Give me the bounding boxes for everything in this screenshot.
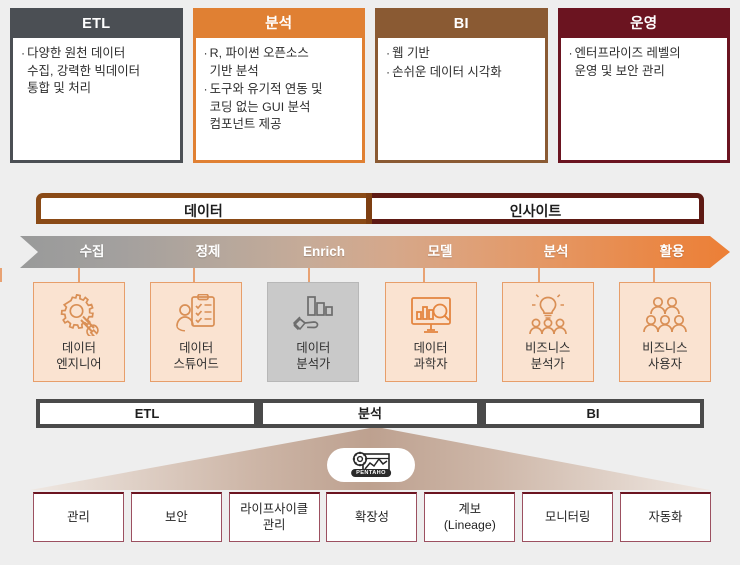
bullet-dot: · bbox=[568, 46, 573, 60]
role-label: 데이터 엔지니어 bbox=[56, 341, 102, 371]
bullet-dot: · bbox=[203, 82, 208, 97]
lightbulb-people-icon bbox=[526, 291, 570, 339]
feature-card-body: · R, 파이썬 오픈소스 기반 분석 · 도구와 유기적 연동 및 코딩 없는… bbox=[195, 38, 362, 160]
bullet-text: 엔터프라이즈 레벨의 운영 및 보안 관리 bbox=[574, 46, 681, 78]
hand-bar-chart-icon bbox=[291, 291, 335, 339]
person-checklist-icon bbox=[174, 291, 218, 339]
bullet-dot: · bbox=[386, 64, 391, 79]
bullet-item: · 웹 기반 bbox=[386, 45, 538, 63]
role-card-data-scientist[interactable]: 데이터 과학자 bbox=[384, 282, 477, 382]
connector-line bbox=[423, 268, 425, 282]
bullet-item: · 다양한 원천 데이터 수집, 강력한 빅데이터 통합 및 처리 bbox=[21, 45, 173, 98]
role-card-data-steward[interactable]: 데이터 스튜어드 bbox=[150, 282, 243, 382]
stage-labels: 수집 정제 Enrich 모델 분석 활용 bbox=[20, 236, 730, 268]
stage-model: 모델 bbox=[427, 244, 453, 259]
connector-line bbox=[78, 268, 80, 282]
bullet-dot: · bbox=[386, 46, 391, 60]
product-segment-etl[interactable]: ETL bbox=[40, 403, 254, 424]
bullet-text: 다양한 원천 데이터 수집, 강력한 빅데이터 통합 및 처리 bbox=[27, 46, 141, 96]
bullet-item: · 엔터프라이즈 레벨의 운영 및 보안 관리 bbox=[569, 45, 721, 80]
bullet-text: 웹 기반 bbox=[392, 46, 430, 60]
role-label: 비즈니스 분석가 bbox=[525, 341, 571, 371]
product-segment-analysis[interactable]: 분석 bbox=[263, 403, 477, 424]
pentaho-badge: PENTAHO bbox=[327, 448, 415, 482]
role-label: 데이터 과학자 bbox=[413, 341, 448, 371]
capability-management[interactable]: 관리 bbox=[33, 492, 124, 542]
role-card-data-engineer[interactable]: 데이터 엔지니어 bbox=[33, 282, 125, 382]
role-cards-row: 데이터 엔지니어 데이터 스튜어드 bbox=[33, 282, 711, 382]
connector-line bbox=[538, 268, 540, 282]
bullet-item: · 손쉬운 데이터 시각화 bbox=[386, 64, 538, 82]
monitor-chart-search-icon bbox=[409, 291, 453, 339]
stage-arrow-bar bbox=[20, 236, 730, 268]
role-label: 데이터 분석가 bbox=[296, 341, 331, 371]
feature-card-operations: 운영 · 엔터프라이즈 레벨의 운영 및 보안 관리 bbox=[557, 8, 730, 163]
capability-automation[interactable]: 자동화 bbox=[619, 492, 711, 542]
stage-utilize: 활용 bbox=[659, 244, 685, 259]
phase-data: 데이터 bbox=[36, 193, 366, 224]
bullet-dot: · bbox=[21, 46, 26, 60]
capabilities-row: 관리 보안 라이프사이클 관리 확장성 계보 (Lineage) 모니터링 자동… bbox=[33, 492, 711, 542]
capability-scalability[interactable]: 확장성 bbox=[326, 492, 418, 542]
capability-monitoring[interactable]: 모니터링 bbox=[522, 492, 614, 542]
feature-card-title: ETL bbox=[13, 11, 180, 38]
role-card-business-user[interactable]: 비즈니스 사용자 bbox=[618, 282, 711, 382]
stage-arrow-shape bbox=[20, 236, 730, 268]
product-segment-bi[interactable]: BI bbox=[486, 403, 700, 424]
stage-collect: 수집 bbox=[79, 244, 105, 259]
gear-wrench-icon bbox=[57, 291, 101, 339]
stage-enrich: Enrich bbox=[302, 244, 345, 259]
bullet-text: R, 파이썬 오픈소스 기반 분석 bbox=[209, 46, 309, 78]
phase-divider bbox=[366, 193, 372, 224]
stage-cleanse: 정제 bbox=[195, 244, 221, 259]
capability-security[interactable]: 보안 bbox=[130, 492, 222, 542]
people-group-icon bbox=[643, 291, 687, 339]
bullet-item: · R, 파이썬 오픈소스 기반 분석 bbox=[204, 45, 356, 80]
connector-line bbox=[653, 268, 655, 282]
capability-lifecycle[interactable]: 라이프사이클 관리 bbox=[228, 492, 320, 542]
feature-card-title: 분석 bbox=[195, 11, 362, 38]
feature-card-analysis: 분석 · R, 파이썬 오픈소스 기반 분석 · 도구와 유기적 연동 및 코딩… bbox=[192, 8, 365, 163]
bullet-text: 도구와 유기적 연동 및 코딩 없는 GUI 분석 컴포넌트 제공 bbox=[209, 82, 323, 132]
pentaho-wordmark: PENTAHO bbox=[351, 469, 391, 477]
connector-line bbox=[193, 268, 195, 282]
phase-header-bars: 데이터 인사이트 bbox=[36, 193, 704, 224]
stage-analyze: 분석 bbox=[543, 244, 569, 259]
feature-card-title: BI bbox=[378, 11, 545, 38]
feature-card-etl: ETL · 다양한 원천 데이터 수집, 강력한 빅데이터 통합 및 처리 bbox=[10, 8, 183, 163]
role-label: 비즈니스 사용자 bbox=[642, 341, 688, 371]
feature-card-body: · 엔터프라이즈 레벨의 운영 및 보안 관리 bbox=[560, 38, 727, 160]
capability-lineage[interactable]: 계보 (Lineage) bbox=[424, 492, 516, 542]
role-label: 데이터 스튜어드 bbox=[173, 341, 219, 371]
feature-card-title: 운영 bbox=[560, 11, 727, 38]
feature-card-bi: BI · 웹 기반 · 손쉬운 데이터 시각화 bbox=[375, 8, 548, 163]
phase-insight: 인사이트 bbox=[372, 193, 704, 224]
bullet-text: 손쉬운 데이터 시각화 bbox=[392, 64, 502, 79]
bullet-dot: · bbox=[203, 46, 208, 60]
role-card-data-analyst[interactable]: 데이터 분석가 bbox=[267, 282, 360, 382]
feature-cards-row: ETL · 다양한 원천 데이터 수집, 강력한 빅데이터 통합 및 처리 분석… bbox=[10, 8, 730, 163]
product-bar: ETL 분석 BI bbox=[36, 399, 704, 428]
connector-line bbox=[308, 268, 310, 282]
bullet-item: · 도구와 유기적 연동 및 코딩 없는 GUI 분석 컴포넌트 제공 bbox=[204, 81, 356, 134]
role-card-business-analyst[interactable]: 비즈니스 분석가 bbox=[501, 282, 594, 382]
feature-card-body: · 웹 기반 · 손쉬운 데이터 시각화 bbox=[378, 38, 545, 160]
feature-card-body: · 다양한 원천 데이터 수집, 강력한 빅데이터 통합 및 처리 bbox=[13, 38, 180, 160]
